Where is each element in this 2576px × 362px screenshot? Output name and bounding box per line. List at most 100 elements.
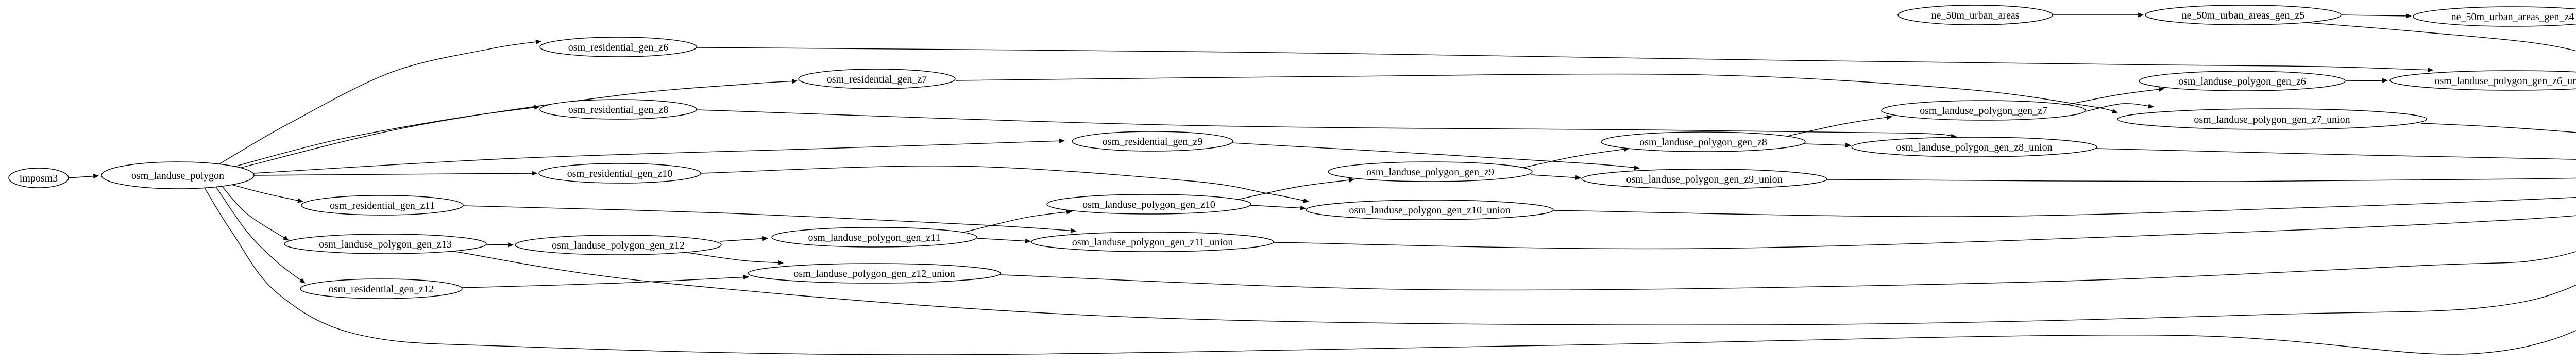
edge-osm_landuse_polygon_gen_z11-to-osm_landuse_polygon_gen_z11_union (976, 238, 1031, 244)
node-label-osm_landuse_polygon_gen_z11: osm_landuse_polygon_gen_z11 (808, 232, 940, 243)
node-label-osm_landuse_polygon_gen_z12: osm_landuse_polygon_gen_z12 (552, 240, 685, 251)
node-osm_residential_gen_z9: osm_residential_gen_z9 (1072, 131, 1233, 152)
node-osm_residential_gen_z7: osm_residential_gen_z7 (798, 69, 956, 89)
node-label-osm_residential_gen_z6: osm_residential_gen_z6 (568, 42, 668, 53)
node-osm_landuse_polygon_gen_z8_union: osm_landuse_polygon_gen_z8_union (1851, 137, 2097, 157)
edge-osm_residential_gen_z6-to-osm_landuse_polygon_gen_z6_union (696, 47, 2434, 73)
node-label-osm_landuse_polygon_gen_z10: osm_landuse_polygon_gen_z10 (1082, 199, 1215, 210)
node-label-osm_landuse_polygon_gen_z10_union: osm_landuse_polygon_gen_z10_union (1349, 205, 1510, 216)
node-label-ne_50m_urban_areas_gen_z5: ne_50m_urban_areas_gen_z5 (2182, 10, 2305, 21)
edge-osm_landuse_polygon_gen_z6-to-osm_landuse_polygon_gen_z6_union (2345, 78, 2388, 83)
node-osm_residential_gen_z10: osm_residential_gen_z10 (538, 163, 701, 184)
node-ne_50m_urban_areas_gen_z4: ne_50m_urban_areas_gen_z4 (2413, 6, 2576, 27)
node-ellipse-osm_landuse_polygon_gen_z12 (515, 235, 722, 255)
node-label-osm_landuse_polygon_gen_z6_union: osm_landuse_polygon_gen_z6_union (2434, 75, 2576, 87)
node-osm_residential_gen_z6: osm_residential_gen_z6 (539, 37, 697, 57)
edge-osm_landuse_polygon_gen_z11-to-osm_landuse_polygon_gen_z10 (964, 209, 1073, 233)
node-osm_landuse_polygon_gen_z12: osm_landuse_polygon_gen_z12 (515, 235, 722, 255)
edge-osm_landuse_polygon_gen_z10-to-osm_landuse_polygon_gen_z10_union (1250, 205, 1307, 211)
node-ellipse-osm_landuse_polygon_gen_z6 (2139, 71, 2346, 91)
edge-osm_landuse_polygon-to-osm_residential_gen_z7 (239, 78, 798, 169)
node-label-osm_landuse_polygon_gen_z11_union: osm_landuse_polygon_gen_z11_union (1072, 237, 1233, 248)
node-label-osm_residential_gen_z11: osm_residential_gen_z11 (330, 200, 435, 211)
edge-osm_landuse_polygon_gen_z10-to-osm_landuse_polygon_gen_z9 (1237, 177, 1355, 200)
edge-osm_landuse_polygon-to-osm_residential_gen_z12 (215, 186, 306, 284)
node-ellipse-osm_landuse_polygon_gen_z7_union (2117, 108, 2427, 130)
node-ellipse-ne_50m_urban_areas (1897, 5, 2053, 25)
node-ellipse-osm_residential_gen_z6 (539, 37, 697, 57)
node-ellipse-ne_50m_urban_areas_gen_z5 (2145, 5, 2342, 25)
node-osm_residential_gen_z11: osm_residential_gen_z11 (301, 195, 464, 216)
node-osm_landuse_polygon_gen_z9: osm_landuse_polygon_gen_z9 (1328, 161, 1533, 182)
node-ellipse-osm_landuse_polygon_gen_z8 (1601, 131, 1806, 152)
node-osm_residential_gen_z12: osm_residential_gen_z12 (300, 278, 463, 299)
node-osm_landuse_polygon_gen_z8: osm_landuse_polygon_gen_z8 (1601, 131, 1806, 152)
edge-osm_landuse_polygon_gen_z9-to-osm_landuse_polygon_gen_z8 (1520, 146, 1630, 169)
edge-osm_landuse_polygon_gen_z11_union-to-row-z11 (1273, 215, 2576, 250)
node-osm_landuse_polygon_gen_z13: osm_landuse_polygon_gen_z13 (284, 234, 487, 254)
edge-osm_residential_gen_z12-to-osm_landuse_polygon_gen_z12_union (462, 274, 750, 288)
edge-osm_residential_gen_z7-to-osm_landuse_polygon_gen_z7_union (956, 73, 2119, 114)
node-ellipse-osm_residential_gen_z9 (1072, 131, 1233, 152)
node-ellipse-osm_landuse_polygon_gen_z8_union (1851, 137, 2097, 157)
node-label-osm_landuse_polygon_gen_z13: osm_landuse_polygon_gen_z13 (319, 239, 452, 250)
node-ellipse-osm_landuse_polygon (101, 161, 255, 189)
node-ellipse-osm_landuse_polygon_gen_z9 (1328, 161, 1533, 182)
edge-osm_landuse_polygon_gen_z12_union-to-row-z12 (999, 251, 2576, 291)
node-ellipse-osm_landuse_polygon_gen_z12_union (748, 263, 1001, 284)
node-ellipse-osm_residential_gen_z8 (539, 99, 697, 120)
edge-osm_landuse_polygon_gen_z9_union-to-row-z9 (1826, 178, 2576, 182)
node-label-osm_landuse_polygon_gen_z9: osm_landuse_polygon_gen_z9 (1366, 167, 1494, 178)
edge-osm_landuse_polygon-to-osm_residential_gen_z11 (229, 184, 304, 203)
edge-osm_landuse_polygon_gen_z8-to-osm_landuse_polygon_gen_z8_union (1803, 143, 1852, 148)
edge-ne_50m_urban_areas_gen_z5-to-ne_50m_urban_areas_gen_z4 (2341, 13, 2412, 19)
edge-osm_residential_gen_z9-to-osm_landuse_polygon_gen_z9_union (1231, 142, 1640, 170)
node-imposm3: imposm3 (8, 168, 69, 188)
edge-osm_residential_gen_z10-to-osm_landuse_polygon_gen_z10_union (700, 166, 1310, 203)
edge-ne_50m_urban_areas_gen_z5-to-row-z5 (2301, 22, 2576, 52)
node-osm_residential_gen_z8: osm_residential_gen_z8 (539, 99, 697, 120)
node-label-osm_landuse_polygon: osm_landuse_polygon (131, 170, 224, 182)
node-osm_landuse_polygon_gen_z11: osm_landuse_polygon_gen_z11 (771, 227, 977, 248)
node-label-ne_50m_urban_areas: ne_50m_urban_areas (1931, 10, 2019, 21)
node-ellipse-osm_residential_gen_z11 (301, 195, 464, 216)
edge-osm_landuse_polygon_gen_z8-to-osm_landuse_polygon_gen_z7 (1789, 114, 1893, 136)
edge-osm_landuse_polygon-to-osm_residential_gen_z10 (253, 171, 538, 176)
edge-osm_landuse_polygon_gen_z12-to-osm_landuse_polygon_gen_z11 (720, 236, 769, 242)
node-ellipse-osm_residential_gen_z7 (798, 69, 956, 89)
edge-osm_landuse_polygon-to-osm_residential_gen_z6 (218, 39, 542, 165)
node-label-osm_landuse_polygon_gen_z7: osm_landuse_polygon_gen_z7 (1920, 105, 2047, 117)
node-osm_landuse_polygon_gen_z6: osm_landuse_polygon_gen_z6 (2139, 71, 2346, 91)
node-label-osm_residential_gen_z9: osm_residential_gen_z9 (1103, 136, 1202, 147)
node-ellipse-osm_landuse_polygon_gen_z11_union (1031, 232, 1274, 252)
node-ellipse-osm_landuse_polygon_gen_z13 (284, 234, 487, 254)
edge-osm_landuse_polygon_gen_z7-to-osm_landuse_polygon_gen_z7_union (2085, 103, 2155, 112)
node-label-osm_landuse_polygon_gen_z6: osm_landuse_polygon_gen_z6 (2178, 76, 2306, 87)
node-osm_landuse_polygon_gen_z11_union: osm_landuse_polygon_gen_z11_union (1031, 232, 1274, 252)
node-ellipse-imposm3 (8, 168, 69, 188)
node-label-osm_residential_gen_z8: osm_residential_gen_z8 (568, 104, 668, 116)
node-ellipse-osm_landuse_polygon_gen_z6_union (2389, 70, 2576, 91)
edges-layer (68, 12, 2576, 355)
edge-osm_landuse_polygon_gen_z10_union-to-row-z10 (1553, 196, 2576, 217)
edge-osm_residential_gen_z11-to-osm_landuse_polygon_gen_z11_union (463, 205, 1077, 233)
node-label-osm_residential_gen_z12: osm_residential_gen_z12 (329, 284, 434, 295)
node-label-osm_residential_gen_z10: osm_residential_gen_z10 (567, 168, 672, 179)
edge-osm_landuse_polygon_gen_z9-to-osm_landuse_polygon_gen_z9_union (1531, 174, 1582, 180)
node-ellipse-ne_50m_urban_areas_gen_z4 (2413, 6, 2576, 27)
node-ellipse-osm_landuse_polygon_gen_z10 (1046, 194, 1251, 215)
node-ellipse-osm_landuse_polygon_gen_z10_union (1306, 200, 1554, 220)
node-ellipse-osm_residential_gen_z12 (300, 278, 463, 299)
node-ellipse-osm_residential_gen_z10 (538, 163, 701, 184)
edge-osm_landuse_polygon-to-osm_landuse_polygon_gen_z13 (221, 185, 289, 241)
edge-osm_landuse_polygon_gen_z8_union-to-row-z8 (2096, 148, 2576, 160)
edge-osm_landuse_polygon_gen_z13-to-osm_landuse_polygon_gen_z12 (486, 242, 514, 248)
node-ellipse-osm_landuse_polygon_gen_z9_union (1581, 169, 1827, 189)
node-osm_landuse_polygon_gen_z10_union: osm_landuse_polygon_gen_z10_union (1306, 200, 1554, 220)
node-label-imposm3: imposm3 (20, 173, 58, 184)
nodes-layer: imposm3 osm_landuse_polygon osm_residentia… (8, 5, 2576, 299)
node-ellipse-osm_landuse_polygon_gen_z7 (1881, 100, 2086, 121)
node-label-osm_landuse_polygon_gen_z9_union: osm_landuse_polygon_gen_z9_union (1626, 174, 1782, 185)
